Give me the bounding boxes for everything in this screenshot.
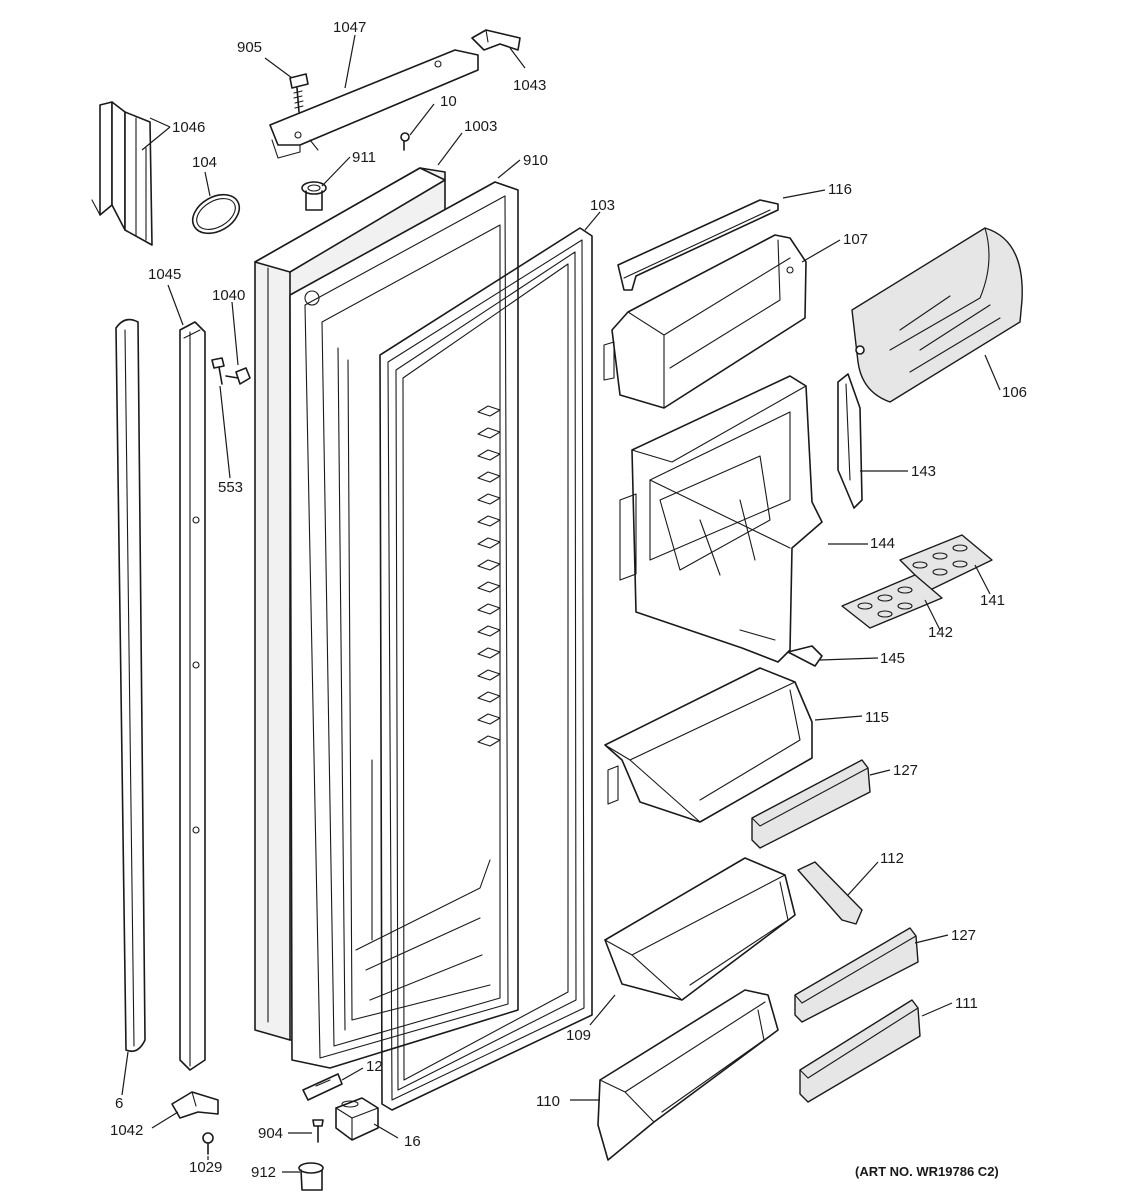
callout-904: 904: [258, 1125, 283, 1142]
part-553-screw: [211, 357, 225, 385]
part-1029-screw: [202, 1132, 214, 1155]
part-143-side-piece: [837, 373, 863, 509]
callout-127-lower: 127: [951, 927, 976, 944]
callout-142: 142: [928, 624, 953, 641]
callout-1040: 1040: [212, 287, 245, 304]
callout-1047: 1047: [333, 19, 366, 36]
art-number: (ART NO. WR19786 C2): [855, 1164, 999, 1179]
part-116-rail: [617, 199, 779, 291]
part-110-bin: [597, 989, 779, 1161]
callout-12: 12: [366, 1058, 383, 1075]
part-106-cover: [851, 227, 1023, 403]
part-1047-hinge-bracket: [269, 49, 479, 159]
part-142-egg-tray: [841, 574, 943, 629]
part-910-door-liner: [289, 181, 519, 1069]
callout-106: 106: [1002, 384, 1027, 401]
part-144-housing: [619, 375, 823, 663]
callout-141: 141: [980, 592, 1005, 609]
part-111-bin-front: [799, 999, 921, 1103]
callout-10: 10: [440, 93, 457, 110]
callout-905: 905: [237, 39, 262, 56]
part-103-gasket: [379, 227, 593, 1111]
callout-116: 116: [828, 181, 852, 198]
callout-109: 109: [566, 1027, 591, 1044]
callout-103: 103: [590, 197, 615, 214]
part-109-bin: [604, 857, 796, 1001]
callout-112: 112: [880, 850, 904, 867]
callout-1003: 1003: [464, 118, 497, 135]
callout-145: 145: [880, 650, 905, 667]
callout-553: 553: [218, 479, 243, 496]
part-127-bin-front-lower: [794, 927, 919, 1023]
part-912-bushing: [298, 1162, 324, 1191]
callout-1046: 1046: [172, 119, 205, 136]
part-10-screw: [400, 132, 410, 151]
part-1040-pin: [225, 367, 251, 385]
part-104-ring: [191, 193, 241, 235]
part-115-bin: [604, 667, 813, 823]
part-112-divider: [797, 861, 863, 925]
part-904-screw: [312, 1119, 324, 1143]
leader-lines: [121, 34, 1001, 1173]
part-127-bin-front-upper: [751, 759, 871, 849]
liner-shelf-ribs: [477, 405, 501, 747]
callout-911: 911: [352, 149, 376, 166]
part-1042-bracket: [171, 1091, 219, 1119]
part-6-strip: [115, 318, 146, 1053]
part-145-tip: [787, 645, 823, 667]
callout-16: 16: [404, 1133, 421, 1150]
callout-1043: 1043: [513, 77, 546, 94]
callout-910: 910: [523, 152, 548, 169]
part-905-bolt: [289, 73, 309, 113]
callout-110: 110: [536, 1093, 560, 1110]
part-1043-clip: [471, 29, 521, 51]
callout-912: 912: [251, 1164, 276, 1181]
part-16-cam: [335, 1097, 379, 1141]
callout-111: 111: [955, 995, 978, 1012]
callout-1029: 1029: [189, 1159, 222, 1176]
part-911-bushing: [301, 181, 327, 211]
callout-115: 115: [865, 709, 889, 726]
callout-144: 144: [870, 535, 895, 552]
callout-107: 107: [843, 231, 868, 248]
part-12-bracket: [302, 1073, 343, 1101]
callout-1042: 1042: [110, 1122, 143, 1139]
part-107-bin: [603, 234, 807, 409]
callout-143: 143: [911, 463, 936, 480]
callout-1045: 1045: [148, 266, 181, 283]
callout-104: 104: [192, 154, 217, 171]
callout-labels: 905 1047 1043 10 1046 104 1003 911 910 1…: [110, 19, 1027, 1181]
part-1046-trim: [91, 101, 153, 246]
callout-6: 6: [115, 1095, 123, 1112]
callout-127-upper: 127: [893, 762, 918, 779]
part-1045-rail: [179, 321, 206, 1071]
